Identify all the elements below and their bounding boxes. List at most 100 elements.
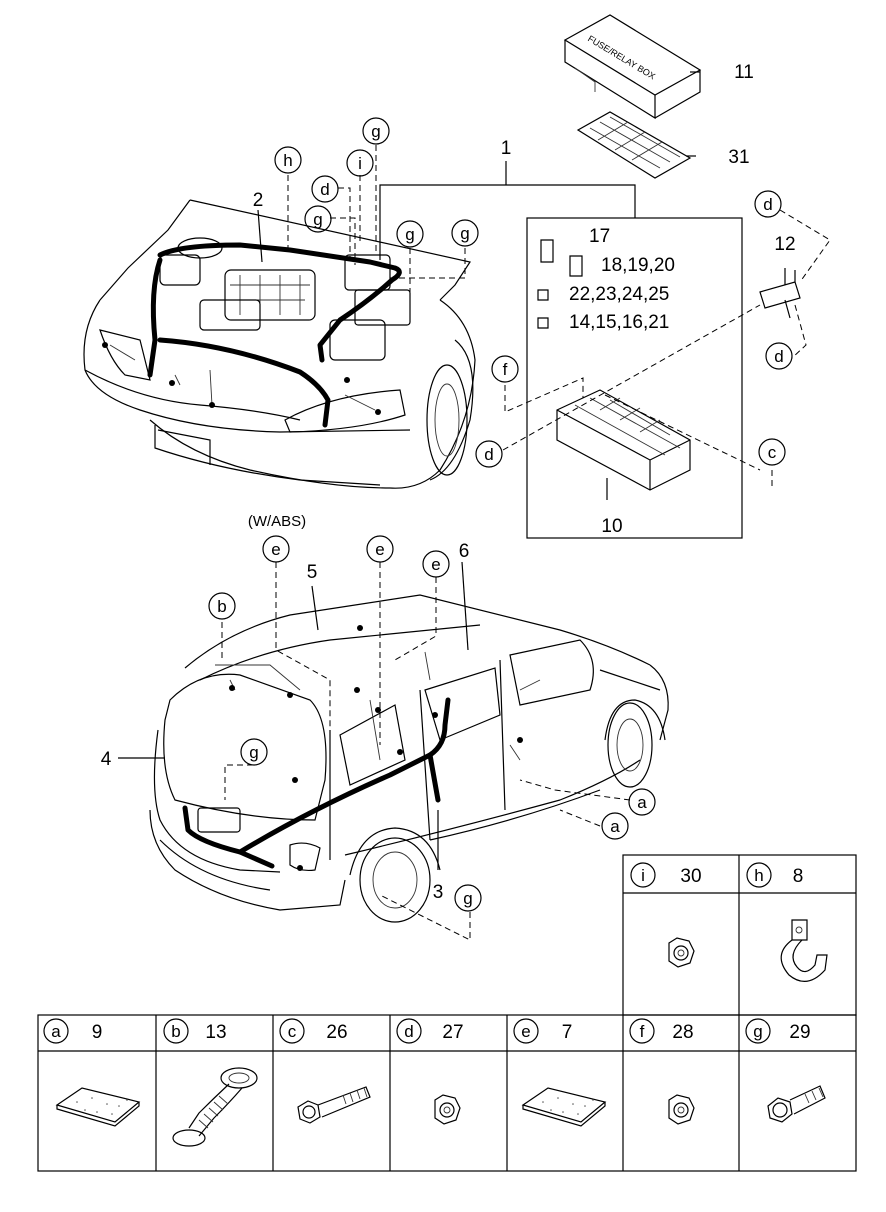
part-label-6: 6 bbox=[459, 541, 470, 562]
callout-e-1: e bbox=[262, 535, 290, 563]
svg-text:d: d bbox=[774, 347, 783, 366]
callout-d-right-top: d bbox=[754, 190, 782, 218]
clip-icon bbox=[780, 919, 828, 982]
nut-icon bbox=[668, 937, 695, 968]
table-cell-a-9: a 9 bbox=[43, 1018, 103, 1044]
svg-text:g: g bbox=[313, 210, 322, 229]
part-label-4: 4 bbox=[101, 749, 112, 770]
pad-icon bbox=[521, 1087, 607, 1127]
parts-table-headers: i 30 h 8 a 9 b 13 c 26 d 27 bbox=[43, 862, 811, 1044]
svg-text:d: d bbox=[763, 195, 772, 214]
table-cell-g-29: g 29 bbox=[745, 1018, 811, 1044]
callout-h-hood: h bbox=[274, 146, 302, 174]
part-label-12: 12 bbox=[774, 234, 795, 255]
svg-text:28: 28 bbox=[672, 1022, 693, 1043]
table-cell-e-7: e 7 bbox=[513, 1018, 573, 1044]
svg-text:c: c bbox=[288, 1022, 297, 1041]
svg-text:8: 8 bbox=[793, 866, 804, 887]
table-cell-b-13: b 13 bbox=[163, 1018, 227, 1044]
fuse-label-sheet bbox=[576, 111, 692, 179]
callout-e-2: e bbox=[366, 535, 394, 563]
junction-box-inset bbox=[526, 217, 743, 539]
part-label-3: 3 bbox=[433, 882, 444, 903]
svg-text:f: f bbox=[640, 1022, 645, 1041]
callout-i-top: i bbox=[346, 149, 374, 177]
part-label-18: 18,19,20 bbox=[601, 255, 675, 276]
part-label-10: 10 bbox=[601, 516, 622, 537]
svg-text:f: f bbox=[503, 360, 508, 379]
svg-text:e: e bbox=[375, 540, 384, 559]
svg-text:g: g bbox=[249, 743, 258, 762]
part-label-14: 14,15,16,21 bbox=[569, 312, 669, 333]
svg-text:h: h bbox=[754, 866, 763, 885]
svg-text:g: g bbox=[460, 224, 469, 243]
nut-icon bbox=[668, 1094, 695, 1125]
middle-leader-lines bbox=[118, 561, 631, 941]
svg-text:g: g bbox=[405, 225, 414, 244]
table-cell-c-26: c 26 bbox=[279, 1018, 348, 1044]
svg-text:b: b bbox=[217, 597, 226, 616]
pad-icon bbox=[55, 1087, 141, 1127]
svg-text:g: g bbox=[753, 1022, 762, 1041]
callout-d-left: d bbox=[475, 440, 503, 468]
svg-text:i: i bbox=[641, 866, 645, 885]
svg-text:d: d bbox=[320, 180, 329, 199]
callout-a-1: a bbox=[628, 788, 656, 816]
callout-g-rear: g bbox=[240, 738, 268, 766]
callout-d-top: d bbox=[311, 175, 339, 203]
fuse-relay-box-lid: FUSE/RELAY BOX bbox=[563, 14, 702, 120]
long-bolt-icon bbox=[297, 1086, 371, 1124]
svg-text:9: 9 bbox=[92, 1022, 103, 1043]
front-car-illustration bbox=[83, 199, 476, 489]
callout-a-2: a bbox=[601, 812, 629, 840]
inset-dashed-callouts bbox=[502, 304, 773, 490]
part-label-17: 17 bbox=[589, 226, 610, 247]
svg-text:d: d bbox=[404, 1022, 413, 1041]
svg-text:e: e bbox=[521, 1022, 530, 1041]
svg-text:g: g bbox=[371, 122, 380, 141]
table-cell-f-28: f 28 bbox=[629, 1018, 694, 1044]
callout-g-top4: g bbox=[451, 219, 479, 247]
callout-g-bottom: g bbox=[454, 884, 482, 912]
svg-text:g: g bbox=[463, 889, 472, 908]
svg-text:d: d bbox=[484, 445, 493, 464]
table-cell-i-30: i 30 bbox=[630, 862, 702, 888]
svg-text:30: 30 bbox=[680, 866, 701, 887]
part-label-11: 11 bbox=[734, 62, 754, 83]
svg-text:e: e bbox=[431, 555, 440, 574]
callout-circles: h g i d g g g d d f d c e e e b g a a g bbox=[208, 117, 793, 912]
callout-g-top: g bbox=[362, 117, 390, 145]
svg-text:13: 13 bbox=[205, 1022, 226, 1043]
svg-text:b: b bbox=[171, 1022, 180, 1041]
part-label-2: 2 bbox=[253, 190, 264, 211]
parts-table bbox=[37, 854, 857, 1172]
callout-g-top3: g bbox=[396, 220, 424, 248]
callout-g-top2: g bbox=[304, 205, 332, 233]
part-label-5: 5 bbox=[307, 562, 318, 583]
bolt-icon bbox=[767, 1085, 826, 1123]
part-label-1: 1 bbox=[501, 138, 512, 159]
table-cell-h-8: h 8 bbox=[746, 862, 804, 888]
part-number-labels: 1 2 3 4 5 6 10 11 12 17 18,19,20 22,23,2… bbox=[101, 62, 796, 903]
table-cell-d-27: d 27 bbox=[396, 1018, 464, 1044]
rear-car-illustration bbox=[149, 594, 669, 923]
callout-b: b bbox=[208, 592, 236, 620]
part-label-31: 31 bbox=[728, 147, 749, 168]
svg-text:a: a bbox=[610, 817, 620, 836]
svg-text:7: 7 bbox=[562, 1022, 573, 1043]
bracket-12 bbox=[759, 209, 831, 359]
svg-text:a: a bbox=[637, 793, 647, 812]
callout-e-3: e bbox=[422, 550, 450, 578]
variant-label: (W/ABS) bbox=[248, 513, 306, 530]
svg-text:c: c bbox=[768, 443, 777, 462]
grommet-icon bbox=[172, 1067, 258, 1147]
top-leader-lines bbox=[257, 71, 700, 300]
nut-icon bbox=[434, 1094, 461, 1125]
callout-d-right-bottom: d bbox=[765, 342, 793, 370]
svg-text:e: e bbox=[271, 540, 280, 559]
svg-text:29: 29 bbox=[789, 1022, 810, 1043]
svg-text:h: h bbox=[283, 151, 292, 170]
svg-text:26: 26 bbox=[326, 1022, 347, 1043]
svg-text:i: i bbox=[358, 154, 362, 173]
part-label-22: 22,23,24,25 bbox=[569, 284, 669, 305]
